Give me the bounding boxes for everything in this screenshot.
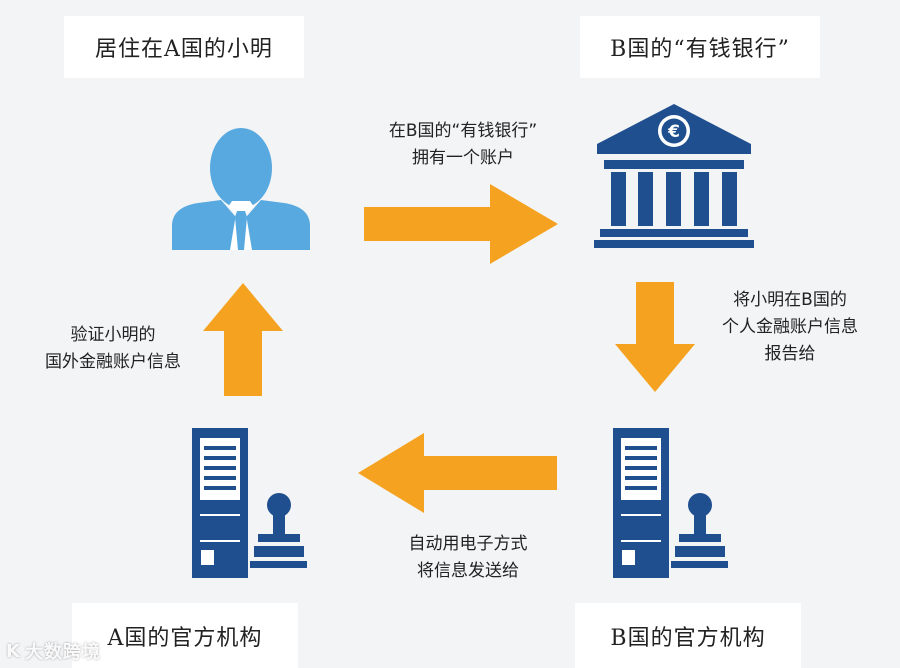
arrow-right bbox=[364, 184, 558, 264]
label-person-text: 居住在A国的小明 bbox=[95, 37, 273, 62]
label-authority-b-text: B国的官方机构 bbox=[610, 625, 766, 651]
note-line: 个人金融账户信息 bbox=[722, 317, 858, 337]
arrow-down bbox=[615, 282, 695, 392]
label-authority-a: A国的官方机构 bbox=[72, 603, 298, 668]
watermark-logo: K bbox=[6, 640, 21, 662]
file-cabinet-icon bbox=[192, 428, 248, 578]
bank-currency-symbol: € bbox=[667, 122, 680, 142]
stamp-icon bbox=[671, 493, 728, 568]
label-bank: B国的“有钱银行” bbox=[580, 16, 820, 78]
note-line: 在B国的“有钱银行” bbox=[388, 121, 538, 141]
arrow-up bbox=[203, 283, 283, 396]
note-line: 自动用电子方式 bbox=[408, 534, 528, 554]
label-authority-b: B国的官方机构 bbox=[575, 603, 801, 668]
bank-icon: € bbox=[594, 104, 754, 248]
label-bank-text: B国的“有钱银行” bbox=[610, 37, 790, 62]
label-person: 居住在A国的小明 bbox=[64, 16, 304, 78]
watermark-text: 大数跨境 bbox=[24, 642, 101, 663]
note-line: 将小明在B国的 bbox=[733, 290, 847, 310]
note-bank-to-authority-b: 将小明在B国的 个人金融账户信息 报告给 bbox=[700, 287, 880, 368]
note-person-to-bank: 在B国的“有钱银行” 拥有一个账户 bbox=[365, 118, 561, 172]
watermark: K 大数跨境 bbox=[6, 638, 101, 664]
note-line: 国外金融账户信息 bbox=[45, 352, 181, 372]
note-line: 验证小明的 bbox=[70, 325, 156, 345]
note-line: 拥有一个账户 bbox=[412, 148, 514, 168]
arrow-left bbox=[358, 433, 557, 513]
file-cabinet-icon bbox=[613, 428, 669, 578]
note-authority-a-to-person: 验证小明的 国外金融账户信息 bbox=[28, 322, 198, 376]
label-authority-a-text: A国的官方机构 bbox=[107, 625, 263, 651]
note-line: 报告给 bbox=[764, 344, 816, 364]
person-icon bbox=[172, 128, 310, 250]
authority-b-icon bbox=[613, 428, 728, 578]
note-line: 将信息发送给 bbox=[417, 561, 519, 581]
note-authority-b-to-a: 自动用电子方式 将信息发送给 bbox=[388, 531, 548, 585]
authority-a-icon bbox=[192, 428, 307, 578]
stamp-icon bbox=[250, 493, 307, 568]
